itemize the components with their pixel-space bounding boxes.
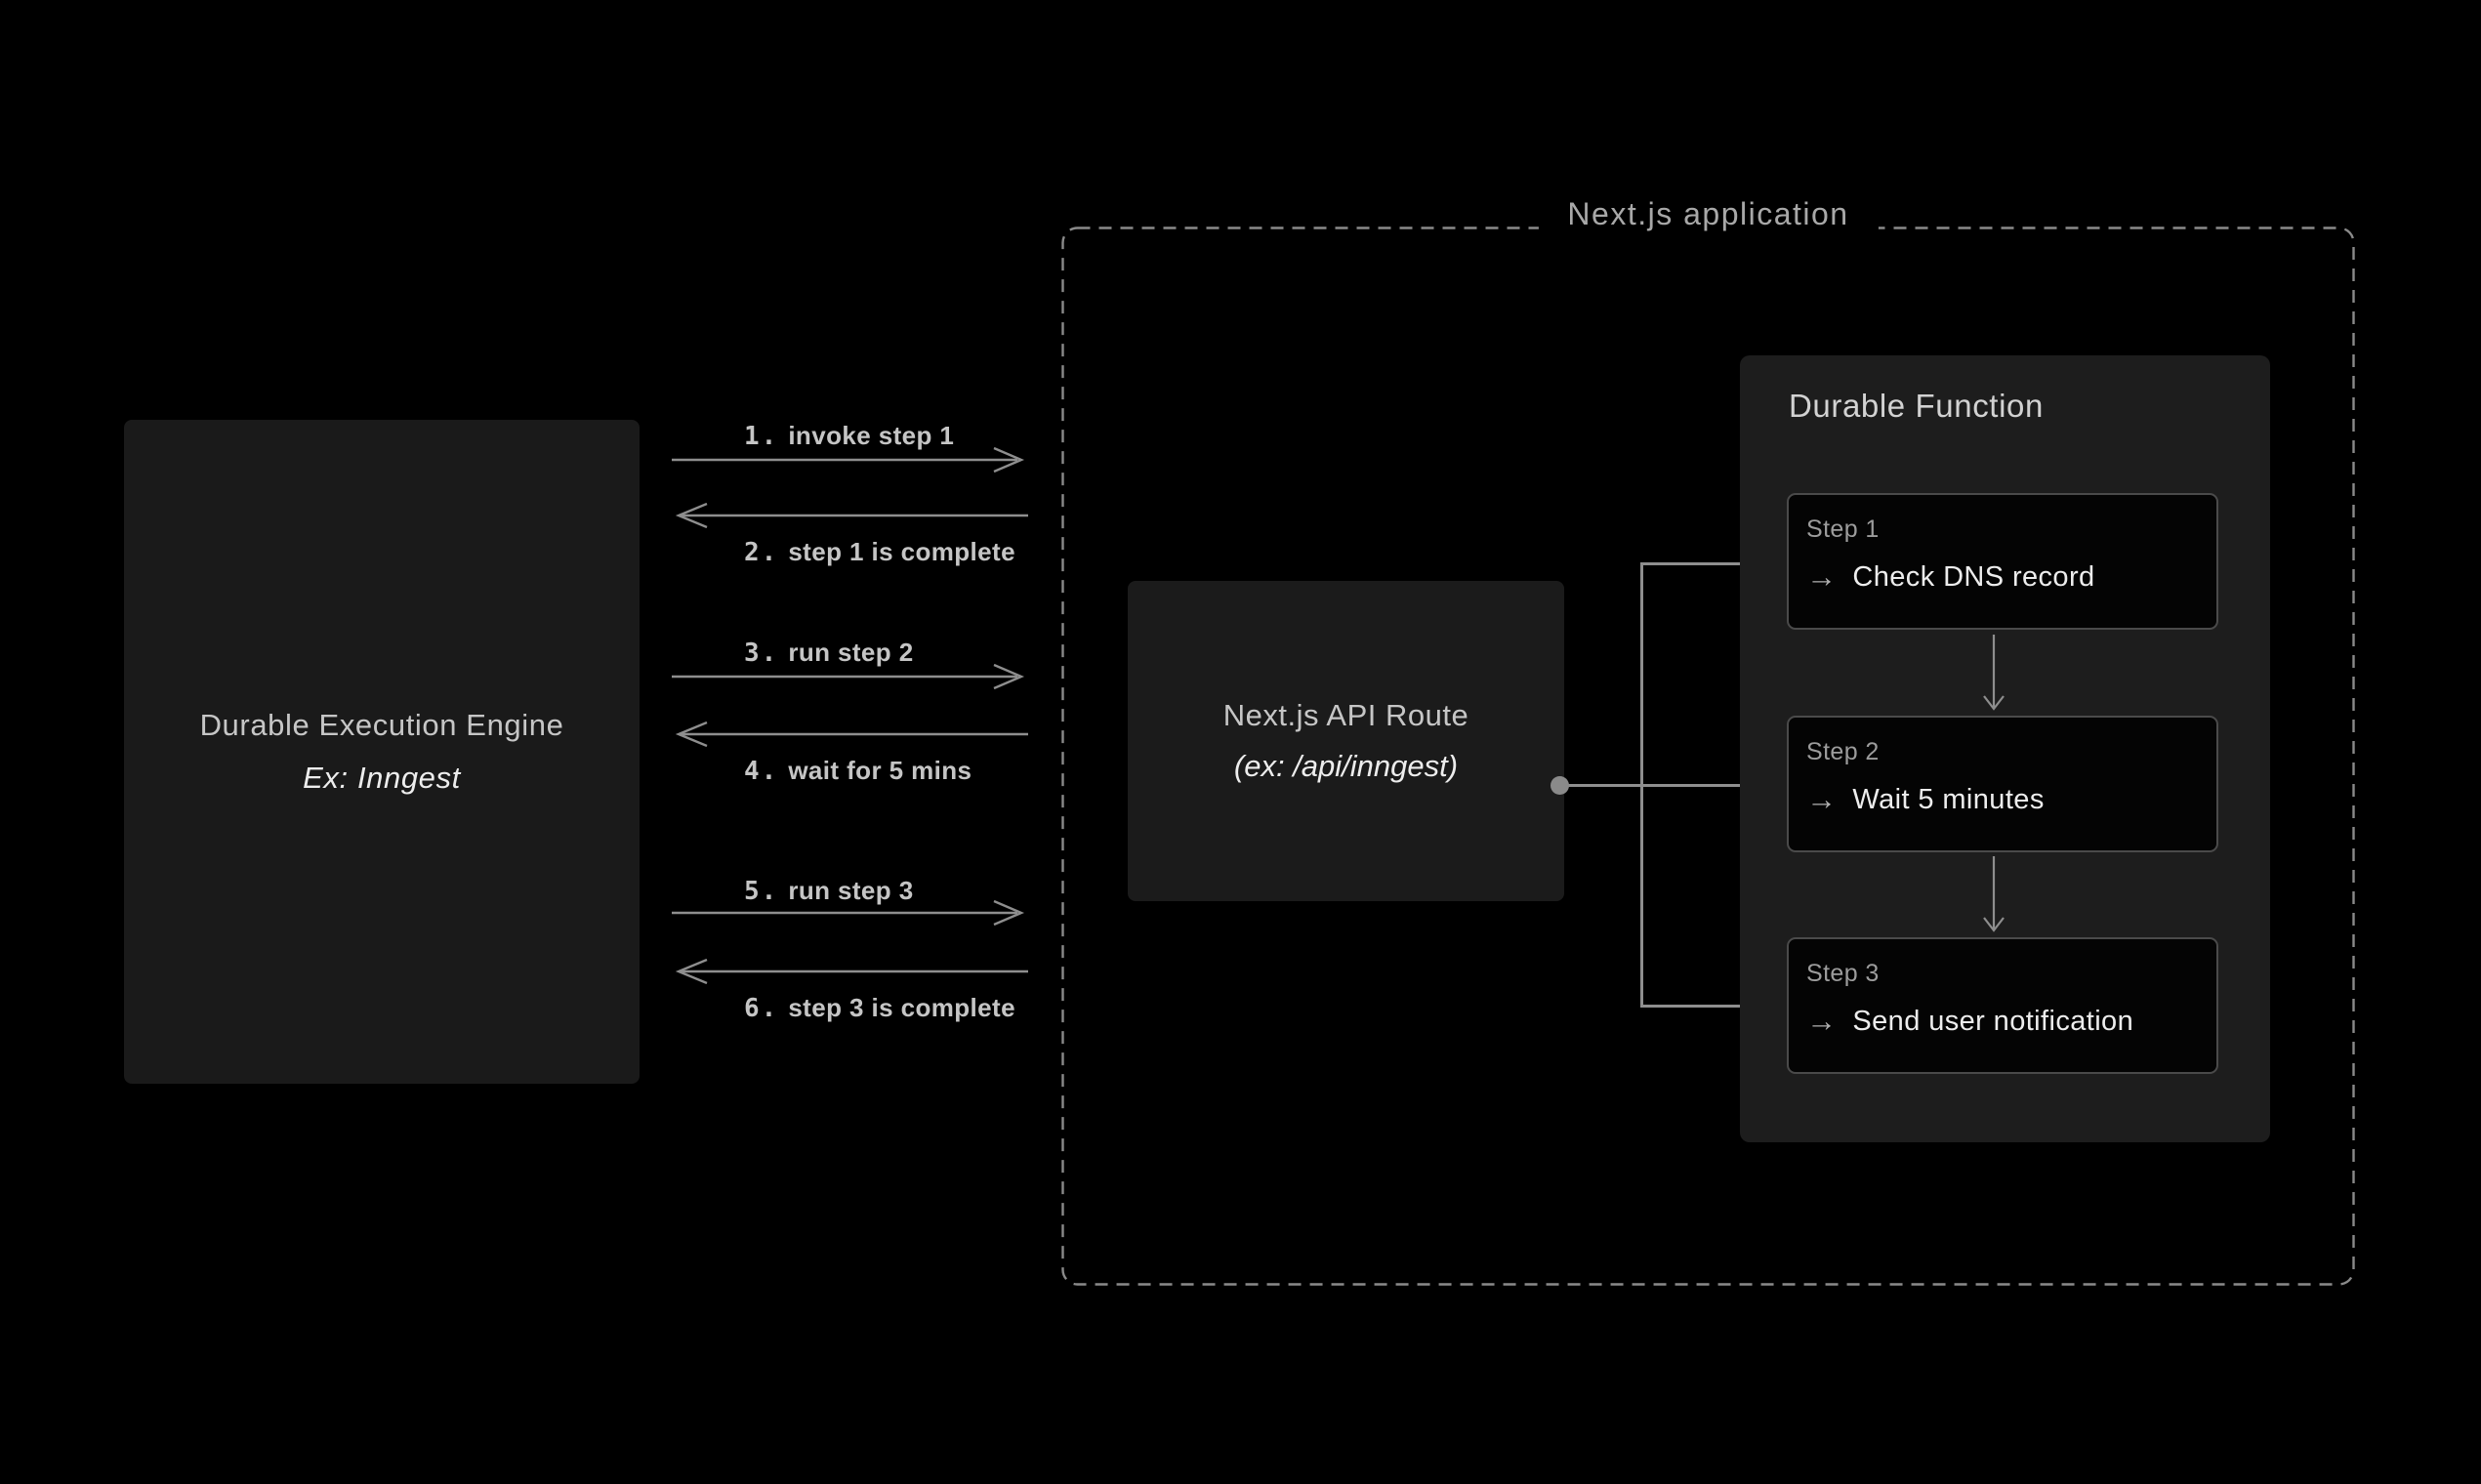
message-number: 2.	[744, 538, 779, 567]
message-label-6: 6. step 3 is complete	[744, 992, 1015, 1023]
message-text: invoke step 1	[788, 421, 955, 450]
connector-line-middle	[1559, 784, 1787, 787]
step-3-box: Step 3 → Send user notification	[1787, 937, 2218, 1074]
step-action-text: Check DNS record	[1852, 561, 2095, 593]
step-label: Step 1	[1806, 515, 1880, 543]
message-number: 6.	[744, 994, 779, 1023]
right-arrow-5	[672, 900, 1028, 926]
right-arrow-icon	[672, 664, 1025, 689]
durable-function-panel: Durable Function Step 1 → Check DNS reco…	[1740, 355, 2270, 1142]
arrow-right-icon: →	[1806, 559, 1838, 594]
step-label: Step 3	[1806, 960, 1880, 987]
message-text: run step 3	[788, 876, 914, 905]
nextjs-application-label: Next.js application	[1538, 192, 1879, 235]
api-route-title: Next.js API Route	[1222, 698, 1469, 732]
step-flow-arrow-1	[1981, 635, 2006, 713]
step-flow-arrow-2	[1981, 856, 2006, 934]
left-arrow-icon	[675, 721, 1028, 747]
message-number: 3.	[744, 639, 779, 668]
step-label: Step 2	[1806, 738, 1880, 765]
message-text: wait for 5 mins	[788, 756, 972, 785]
step-action-text: Send user notification	[1852, 1006, 2134, 1037]
right-arrow-1	[672, 447, 1028, 473]
step-1-box: Step 1 → Check DNS record	[1787, 493, 2218, 630]
message-label-5: 5. run step 3	[744, 875, 914, 906]
connector-line-vertical	[1640, 562, 1643, 1007]
step-action-row: → Send user notification	[1806, 1004, 2216, 1039]
left-arrow-icon	[675, 503, 1028, 528]
nextjs-api-route-box: Next.js API Route (ex: /api/inngest)	[1128, 581, 1564, 901]
nextjs-application-container: Next.js application	[1061, 192, 2355, 1286]
message-label-1: 1. invoke step 1	[744, 420, 954, 451]
durable-function-title: Durable Function	[1789, 388, 2044, 424]
connector-line-bottom	[1640, 1005, 1787, 1008]
message-text: step 1 is complete	[788, 537, 1015, 566]
connector-dot	[1551, 776, 1569, 795]
step-action-row: → Wait 5 minutes	[1806, 782, 2216, 817]
down-arrow-icon	[1983, 635, 2005, 711]
step-2-box: Step 2 → Wait 5 minutes	[1787, 716, 2218, 852]
left-arrow-2	[672, 503, 1028, 528]
step-action-row: → Check DNS record	[1806, 559, 2216, 595]
message-label-3: 3. run step 2	[744, 637, 914, 668]
engine-box-subtitle: Ex: Inngest	[303, 761, 461, 795]
right-arrow-icon	[672, 447, 1025, 473]
down-arrow-icon	[1983, 856, 2005, 932]
message-label-2: 2. step 1 is complete	[744, 536, 1015, 567]
arrow-right-icon: →	[1806, 1004, 1838, 1038]
message-number: 1.	[744, 422, 779, 451]
message-number: 5.	[744, 877, 779, 906]
arrow-right-icon: →	[1806, 782, 1838, 816]
left-arrow-icon	[675, 959, 1028, 984]
connector-line-top	[1640, 562, 1787, 565]
message-text: step 3 is complete	[788, 993, 1015, 1022]
message-number: 4.	[744, 757, 779, 786]
engine-box-title: Durable Execution Engine	[199, 708, 564, 742]
message-label-4: 4. wait for 5 mins	[744, 755, 972, 786]
step-action-text: Wait 5 minutes	[1852, 784, 2045, 815]
left-arrow-4	[672, 721, 1028, 747]
api-route-subtitle: (ex: /api/inngest)	[1233, 749, 1459, 783]
durable-execution-engine-box: Durable Execution Engine Ex: Inngest	[124, 420, 640, 1084]
left-arrow-6	[672, 959, 1028, 984]
right-arrow-3	[672, 664, 1028, 689]
right-arrow-icon	[672, 900, 1025, 926]
message-text: run step 2	[788, 638, 914, 667]
